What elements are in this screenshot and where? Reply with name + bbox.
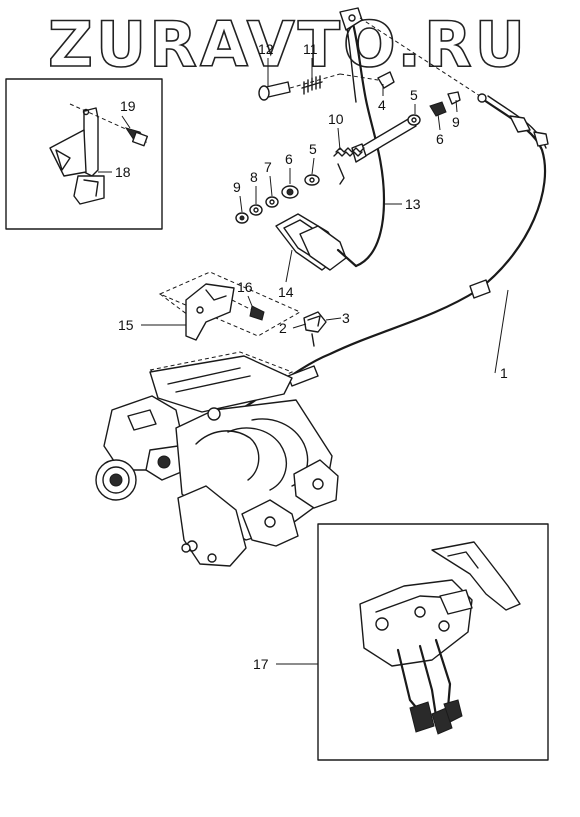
callout-15: 15 bbox=[118, 317, 134, 333]
callout-19: 19 bbox=[120, 98, 136, 114]
watermark-text: ZURAVTO.RU bbox=[48, 8, 528, 81]
callout-7: 7 bbox=[264, 159, 272, 175]
intake-manifold-throttle-body bbox=[95, 351, 339, 567]
clip-2-3-icon bbox=[303, 311, 327, 347]
callout-8: 8 bbox=[250, 169, 258, 185]
callout-4: 4 bbox=[378, 97, 386, 113]
callout-1: 1 bbox=[500, 365, 508, 381]
bolt-16-icon bbox=[231, 299, 265, 321]
callout-12: 12 bbox=[258, 41, 274, 57]
callout-16: 16 bbox=[237, 279, 253, 295]
bolt-19-icon bbox=[124, 127, 149, 147]
callout-13: 13 bbox=[405, 196, 421, 212]
callout-11: 11 bbox=[303, 41, 318, 57]
callout-10: 10 bbox=[328, 111, 344, 127]
spring-11-icon bbox=[301, 75, 323, 95]
clevis-pin-12-icon bbox=[258, 81, 291, 101]
pedal-assembly-exploded bbox=[235, 7, 481, 271]
bracket-15-group bbox=[158, 271, 302, 341]
spring-10-icon bbox=[333, 147, 365, 185]
inset-bracket-box bbox=[5, 78, 163, 230]
callout-6b: 6 bbox=[285, 151, 293, 167]
callout-5b: 5 bbox=[309, 141, 317, 157]
callout-9a: 9 bbox=[233, 179, 241, 195]
callout-5a: 5 bbox=[410, 87, 418, 103]
inset-pedal-bracket-box bbox=[317, 523, 549, 761]
callout-18: 18 bbox=[115, 164, 131, 180]
callout-3: 3 bbox=[342, 310, 350, 326]
callout-14: 14 bbox=[278, 284, 294, 300]
callout-17: 17 bbox=[253, 656, 269, 672]
washer-stack-icon bbox=[235, 174, 320, 224]
callout-9b: 9 bbox=[452, 114, 460, 130]
callout-2: 2 bbox=[279, 320, 287, 336]
callout-labels: 1 2 3 4 5 5 6 6 7 8 9 9 10 11 12 13 14 1… bbox=[115, 41, 508, 672]
callout-leaders bbox=[98, 58, 509, 665]
callout-6a: 6 bbox=[436, 131, 444, 147]
